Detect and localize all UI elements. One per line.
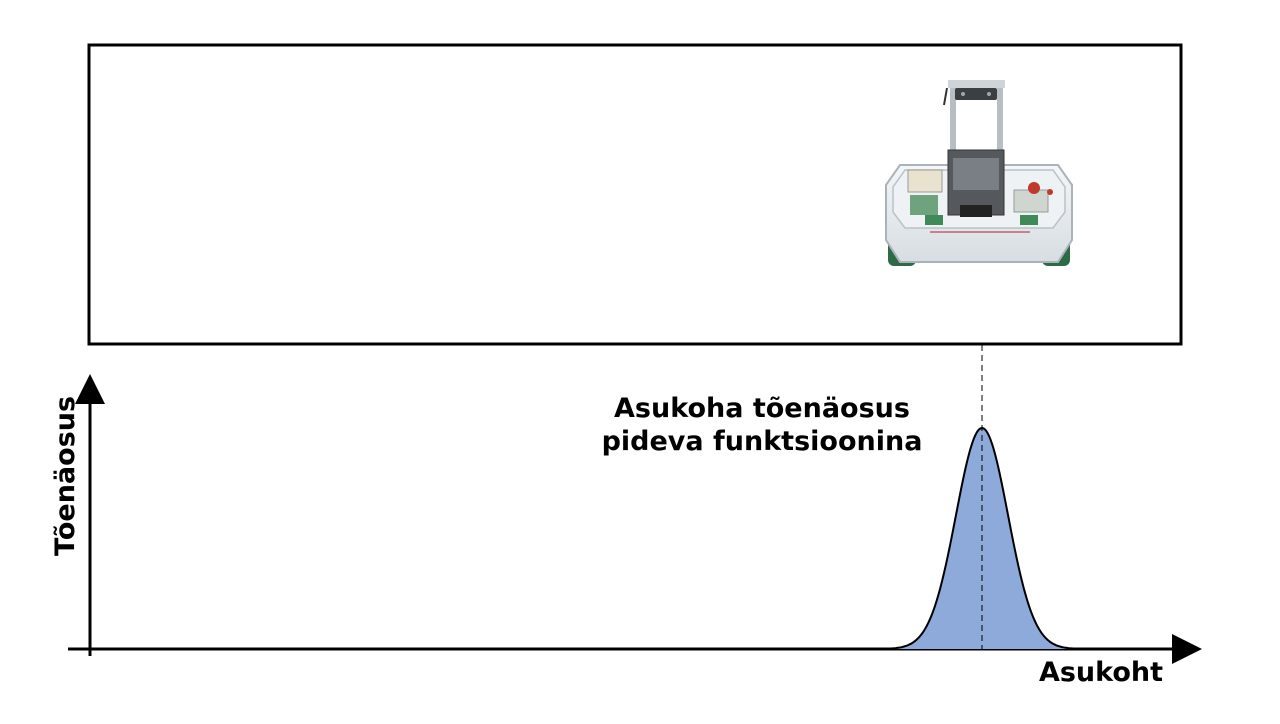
robot-image (885, 80, 1073, 266)
y-axis-label: Tõenäosus (50, 396, 81, 556)
annotation-line-2: pideva funktsioonina (602, 426, 923, 457)
annotation-line-1: Asukoha tõenäosus (614, 393, 910, 424)
x-axis-label: Asukoht (1039, 657, 1163, 688)
